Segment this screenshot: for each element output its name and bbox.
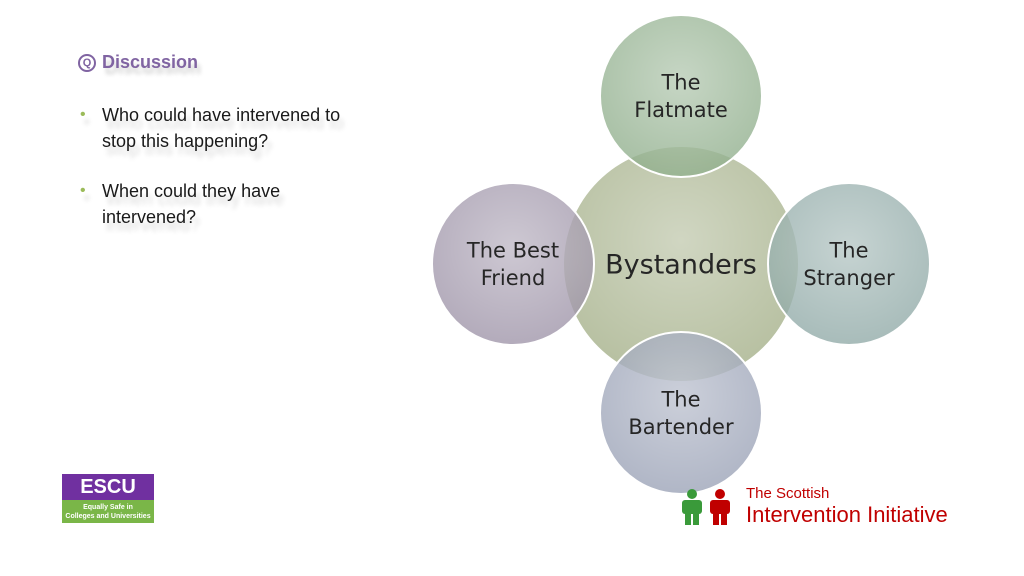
escu-logo: ESCU Equally Safe in Colleges and Univer…: [62, 474, 154, 523]
bullet-icon: •: [80, 106, 86, 123]
escu-line1: Equally Safe in: [83, 504, 133, 511]
node-left-highlight: [432, 183, 594, 345]
discussion-bullets: • Who could have intervened to stop this …: [78, 102, 348, 254]
node-left-label: Friend: [481, 266, 546, 290]
bystanders-highlight: [563, 146, 799, 382]
sii-logo: The Scottish Intervention Initiative: [678, 486, 948, 526]
node-right-label: The: [828, 239, 868, 263]
sii-line2: Intervention Initiative: [746, 502, 948, 527]
node-top-highlight: [600, 15, 762, 177]
node-left-label: The Best: [466, 239, 559, 263]
escu-logo-title: ESCU: [62, 474, 154, 500]
sii-text: The Scottish Intervention Initiative: [746, 486, 948, 526]
people-icon: [682, 489, 730, 525]
sii-line1: The Scottish: [746, 485, 830, 502]
node-bottom-highlight: [600, 332, 762, 494]
escu-logo-subtitle: Equally Safe in Colleges and Universitie…: [62, 500, 154, 523]
escu-line2: Colleges and Universities: [65, 513, 151, 520]
heading-title: Discussion: [102, 52, 199, 72]
bullet-item: • When could they have intervened?: [78, 178, 348, 230]
node-right-highlight: [768, 183, 930, 345]
node-bottom-label: The: [660, 388, 700, 412]
question-icon: Q: [78, 53, 96, 72]
node-right-label: Stranger: [803, 266, 895, 290]
node-top-label: Flatmate: [634, 98, 728, 122]
slide-heading: Q Discussion: [78, 52, 198, 73]
bullet-text: Who could have intervened to stop this h…: [102, 105, 341, 151]
node-bottom-label: Bartender: [628, 415, 734, 439]
bullet-item: • Who could have intervened to stop this …: [78, 102, 348, 154]
node-top-label: The: [660, 71, 700, 95]
bystanders-label: Bystanders: [605, 249, 757, 280]
bullet-text: When could they have intervened?: [102, 181, 281, 227]
bullet-icon: •: [80, 182, 86, 199]
